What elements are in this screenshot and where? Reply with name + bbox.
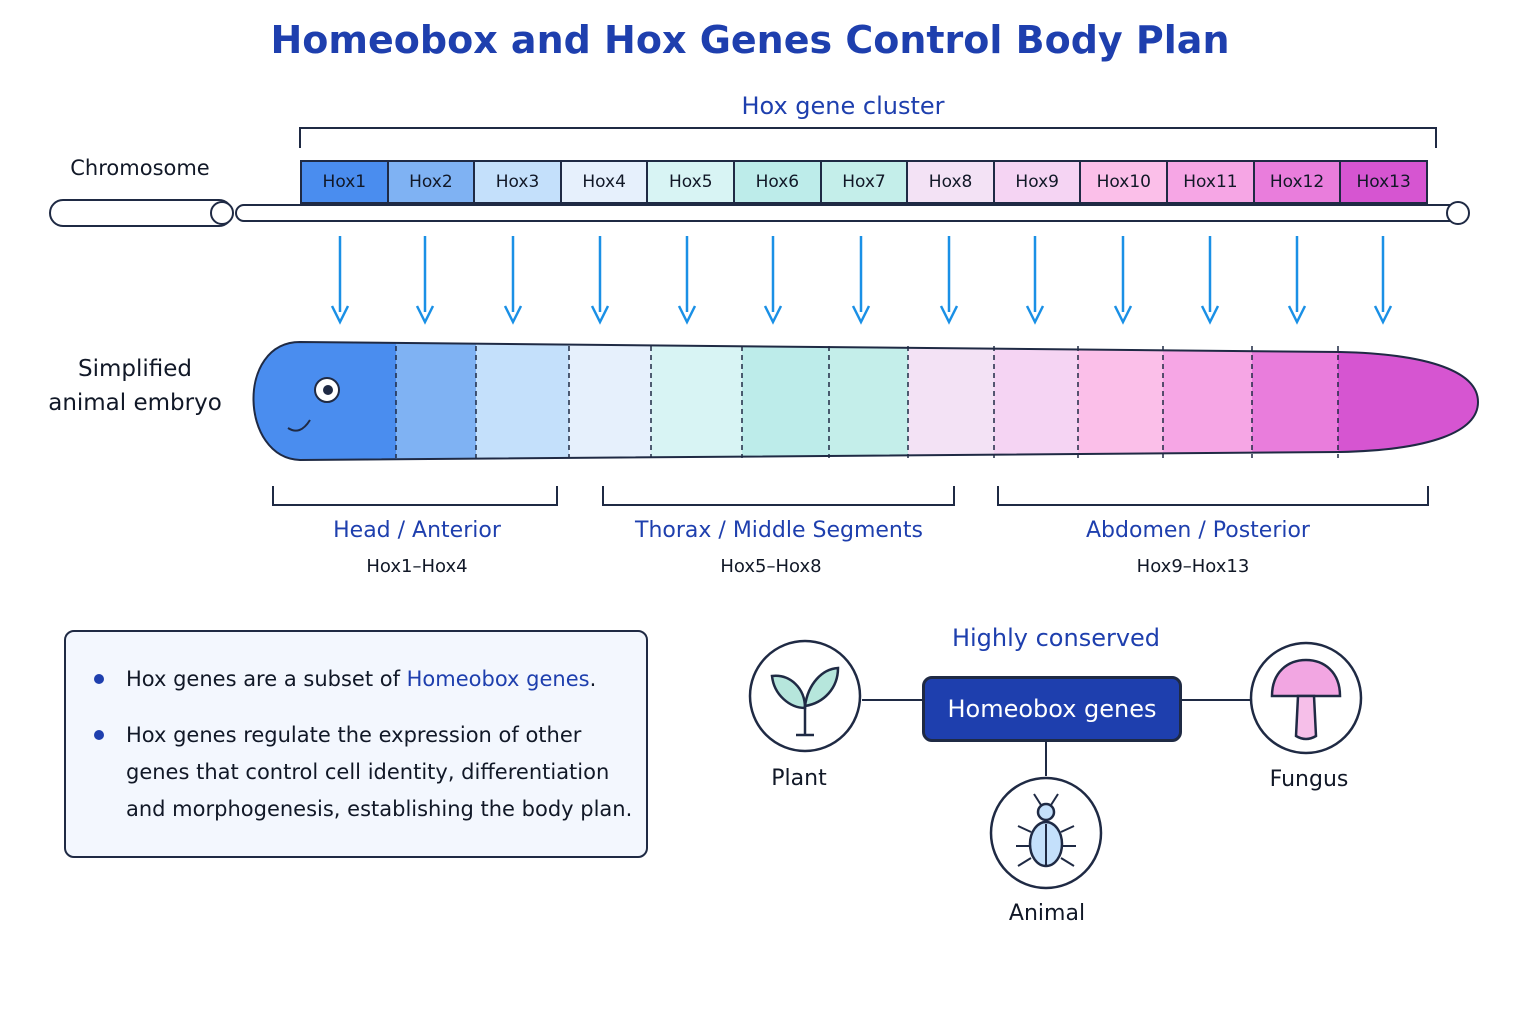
beetle-icon (989, 776, 1103, 890)
embryo-segment-2 (396, 342, 476, 460)
organism-plant-label: Plant (771, 766, 827, 791)
embryo-segment-13 (1338, 342, 1478, 460)
bullet-dot-icon (94, 674, 104, 684)
gene-cell-hox11: Hox11 (1168, 162, 1255, 202)
arrow-hox6 (763, 236, 783, 325)
embryo-segment-12 (1252, 342, 1338, 460)
embryo-segment-7 (829, 342, 908, 460)
organism-fungus-label: Fungus (1269, 767, 1349, 792)
gene-cell-hox9: Hox9 (994, 162, 1082, 202)
gene-cell-hox7: Hox7 (821, 162, 909, 202)
region-abdomen-range: Hox9–Hox13 (1136, 556, 1250, 577)
arrow-hox10 (1113, 236, 1133, 325)
arrow-hox7 (851, 236, 871, 325)
expression-arrows (330, 236, 1393, 325)
region-abdomen-title: Abdomen / Posterior (1086, 518, 1310, 543)
cluster-title: Hox gene cluster (741, 92, 945, 120)
organism-animal-label: Animal (1008, 901, 1086, 926)
embryo-segment-4 (569, 342, 651, 460)
bullet-1-highlight: Homeobox genes (406, 667, 590, 691)
cluster-bracket (299, 127, 1437, 148)
gene-cell-hox4: Hox4 (561, 162, 649, 202)
embryo-segment-11 (1163, 342, 1252, 460)
abdomen-bracket (997, 486, 1429, 506)
page-title: Homeobox and Hox Genes Control Body Plan (270, 18, 1230, 62)
thorax-bracket (602, 486, 955, 506)
arrow-hox12 (1287, 236, 1307, 325)
bullet-1-prefix: Hox genes are a subset of (126, 667, 407, 691)
embryo-segment-5 (651, 342, 742, 460)
gene-cell-hox2: Hox2 (388, 162, 476, 202)
gene-cell-hox3: Hox3 (475, 162, 562, 202)
arrow-hox3 (503, 236, 523, 325)
chromosome-label: Chromosome (70, 156, 210, 180)
embryo-label: Simplified animal embryo (48, 356, 222, 416)
plant-icon (748, 639, 862, 753)
gene-cell-hox8: Hox8 (908, 162, 995, 202)
arrow-hox4 (590, 236, 610, 325)
mushroom-icon (1249, 641, 1363, 755)
arrow-hox13 (1373, 236, 1393, 325)
gene-cell-hox6: Hox6 (735, 162, 822, 202)
info-box: Hox genes are a subset of Homeobox genes… (64, 630, 648, 858)
info-bullet-1: Hox genes are a subset of Homeobox genes… (126, 661, 666, 698)
arrow-hox9 (1025, 236, 1045, 325)
arrow-hox11 (1200, 236, 1220, 325)
chromosome-bar (49, 199, 1470, 227)
region-thorax-range: Hox5–Hox8 (720, 556, 822, 577)
arrow-hox5 (677, 236, 697, 325)
embryo-outline (252, 340, 1480, 462)
info-bullet-2: Hox genes regulate the expression of oth… (126, 723, 633, 821)
arrow-hox1 (330, 236, 350, 325)
gene-cell-hox13: Hox13 (1341, 162, 1426, 202)
embryo-segment-6 (742, 342, 829, 460)
embryo-segment-9 (994, 342, 1078, 460)
embryo-body (253, 342, 1478, 460)
arrow-hox2 (415, 236, 435, 325)
region-head-range: Hox1–Hox4 (366, 556, 468, 577)
gene-cell-hox12: Hox12 (1254, 162, 1342, 202)
region-head-title: Head / Anterior (333, 518, 501, 543)
bullet-dot-icon (94, 730, 104, 740)
arrow-hox8 (939, 236, 959, 325)
head-bracket (272, 486, 558, 506)
embryo-segment-dividers (395, 346, 1339, 458)
embryo-face (287, 377, 340, 432)
gene-cell-hox10: Hox10 (1081, 162, 1169, 202)
bullet-1-suffix: . (589, 667, 597, 691)
mouth-icon (287, 419, 311, 432)
embryo-segment-8 (908, 342, 994, 460)
embryo-segment-10 (1078, 342, 1163, 460)
homeobox-genes-box: Homeobox genes (922, 676, 1182, 742)
embryo-segment-3 (476, 342, 569, 460)
region-thorax-title: Thorax / Middle Segments (635, 518, 923, 543)
gene-cell-hox1: Hox1 (302, 162, 389, 202)
conserved-label: Highly conserved (951, 624, 1161, 652)
gene-cell-hox5: Hox5 (648, 162, 736, 202)
